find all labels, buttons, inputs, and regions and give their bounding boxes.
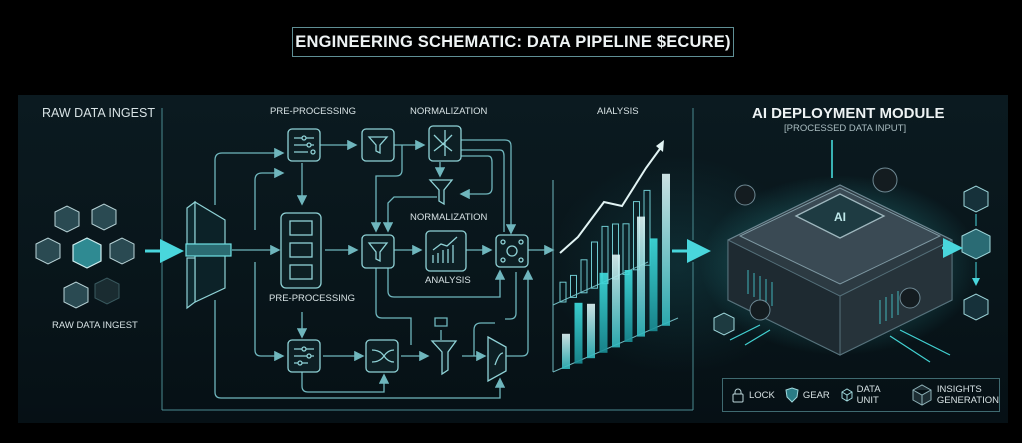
normalization-header: NORMALIZATION (410, 106, 488, 117)
trend-arrowhead (656, 140, 664, 152)
sliders-icon (287, 339, 321, 373)
legend-item-lock: LOCK (731, 387, 775, 403)
back-bar (559, 281, 567, 303)
analysis-bar-chart (552, 173, 679, 373)
section-dividers (161, 108, 694, 411)
insights-cube-icon (912, 384, 932, 406)
funnel-icon (361, 234, 395, 269)
front-bar (574, 302, 583, 364)
page-title: ENGINEERING SCHEMATIC: DATA PIPELINE $EC… (292, 27, 734, 57)
legend-label: LOCK (749, 389, 775, 401)
mux-icon (487, 335, 507, 383)
pipeline-connectors (214, 139, 555, 399)
legend-item-gear: GEAR (785, 387, 830, 403)
cube-icon (72, 237, 102, 269)
cube-icon (963, 185, 989, 213)
raw-ingest-header: RAW DATA INGEST (42, 106, 155, 120)
fan-icon (899, 287, 921, 309)
shuffle-arrows-icon (428, 125, 462, 162)
stacked-sliders-icon (280, 212, 322, 289)
cube-icon (961, 228, 991, 260)
legend-label: GEAR (802, 389, 830, 401)
analysis-header: AIALYSIS (597, 106, 639, 117)
pipeline-nodes (280, 125, 529, 383)
shuffle-icon (365, 339, 399, 373)
fan-icon (734, 184, 756, 206)
cube-icon (963, 293, 989, 321)
trend-arrow (559, 145, 663, 254)
legend-label: DATA UNIT (856, 384, 881, 406)
ai-module-subheader: [PROCESSED DATA INPUT] (784, 123, 907, 134)
front-bar (649, 238, 658, 332)
back-bar (570, 274, 577, 298)
cube-icon (841, 388, 853, 402)
cube-icon (94, 277, 120, 305)
bar-chart-trend-icon (425, 230, 467, 272)
front-bar (637, 216, 645, 337)
front-bar (587, 303, 595, 359)
funnel-icon (428, 179, 454, 206)
front-bar (612, 254, 620, 348)
fan-icon (749, 299, 771, 321)
sliders-icon (287, 128, 321, 162)
ai-server-module (700, 140, 980, 363)
shield-icon (785, 387, 799, 403)
funnel-icon (430, 340, 458, 376)
front-bar (624, 270, 633, 342)
raw-ingest-caption: RAW DATA INGEST (52, 320, 138, 331)
security-gate-icon (185, 200, 232, 310)
front-bar (599, 272, 608, 353)
preprocessing-header: PRE-PROCESSING (270, 106, 357, 117)
preprocessing-node-label: PRE-PROCESSING (269, 293, 356, 304)
front-bar (562, 333, 570, 369)
hub-node-icon (495, 234, 529, 268)
raw-data-cube-cluster (35, 203, 135, 309)
legend-item-data-unit: DATA UNIT (840, 384, 901, 406)
back-bar (591, 241, 598, 289)
ai-module-header: AI DEPLOYMENT MODULE (752, 105, 945, 122)
lock-icon (732, 388, 744, 403)
ai-chip (794, 193, 886, 239)
fan-icon (872, 167, 898, 193)
funnel-icon (361, 128, 395, 162)
back-bar (580, 259, 588, 294)
cube-icon (713, 312, 735, 336)
normalization-node-label: NORMALIZATION (410, 212, 488, 223)
insights-cubes (961, 185, 991, 321)
analysis-node-label: ANALYSIS (425, 275, 471, 286)
cube-icon (35, 203, 135, 309)
back-bar (622, 223, 630, 275)
front-bar (662, 173, 670, 326)
ai-chip-label: AI (834, 210, 846, 224)
